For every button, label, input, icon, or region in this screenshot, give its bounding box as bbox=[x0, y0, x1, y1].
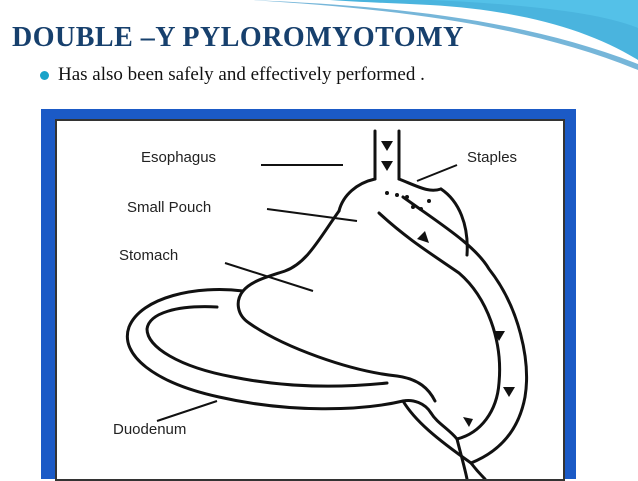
bullet-item: Has also been safely and effectively per… bbox=[40, 64, 425, 86]
label-stomach: Stomach bbox=[119, 247, 179, 264]
figure-frame: Esophagus Staples Small Pouch Stomach Du… bbox=[41, 109, 576, 481]
label-duodenum: Duodenum bbox=[113, 421, 187, 438]
label-small-pouch: Small Pouch bbox=[127, 199, 212, 216]
stomach-illustration bbox=[125, 129, 528, 479]
label-staples: Staples bbox=[467, 149, 518, 166]
bullet-dot-icon bbox=[40, 70, 49, 80]
bullet-text: Has also been safely and effectively per… bbox=[58, 64, 425, 85]
slide-title: DOUBLE –Y PYLOROMYOTOMY bbox=[12, 22, 464, 53]
header-band bbox=[0, 0, 638, 70]
header-wave-decoration bbox=[250, 0, 638, 70]
anatomy-diagram: Esophagus Staples Small Pouch Stomach Du… bbox=[55, 119, 565, 481]
label-esophagus: Esophagus bbox=[141, 149, 217, 166]
